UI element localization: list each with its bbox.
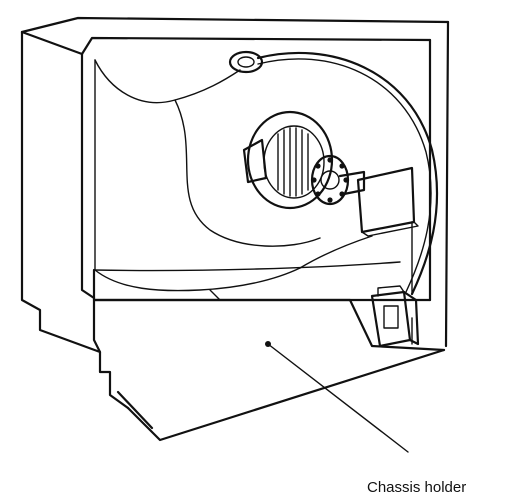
neck-board (356, 166, 419, 237)
connector-block (370, 285, 420, 348)
cabinet-shell (20, 16, 450, 410)
callout-leader (267, 343, 409, 453)
tube-socket (310, 154, 350, 206)
chassis-holder-plate (92, 298, 446, 442)
crt-tube (94, 50, 373, 301)
anode-lead (256, 51, 439, 296)
callout-label: Chassis holder (367, 479, 466, 496)
anode-cap (228, 50, 264, 74)
deflection-yoke (242, 110, 366, 210)
